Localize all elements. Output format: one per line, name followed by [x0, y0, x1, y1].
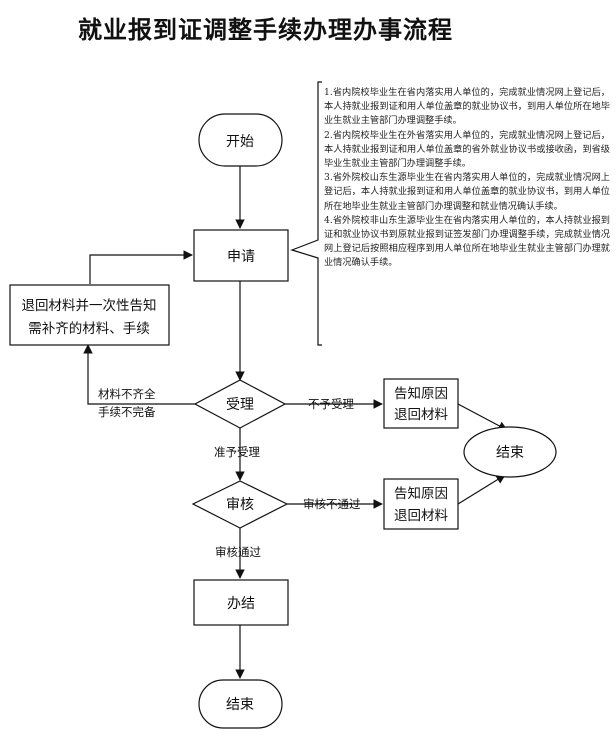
note-item-4: 4.省外院校非山东生源毕业生在省内落实用人单位的，本人持就业报到证和就业协议书到… — [324, 214, 610, 269]
apply-box — [193, 229, 289, 282]
apply-label: 申请 — [227, 249, 255, 265]
process-label: 办结 — [227, 596, 255, 612]
edge-notify1-end — [457, 403, 508, 431]
page-title: 就业报到证调整手续办理办事流程 — [78, 15, 453, 44]
edge-label-incomplete-2: 手续不完备 — [98, 405, 156, 419]
edge-accept-return — [83, 344, 196, 405]
end-bottom-label: 结束 — [226, 697, 254, 713]
start-label: 开始 — [226, 134, 254, 150]
edge-label-review-passed: 审核通过 — [215, 545, 261, 559]
end-node-right — [463, 426, 557, 478]
note-item-1: 1.省内院校毕业生在省内落实用人单位的，完成就业情况网上登记后，本人持就业报到证… — [324, 87, 610, 127]
notify2-label-1: 告知原因 — [394, 485, 448, 502]
end-right-label: 结束 — [496, 445, 524, 461]
note-item-3: 3.省外院校山东生源毕业生在省内落实用人单位的，完成就业情况网上登记后，本人持就… — [324, 172, 610, 212]
return-label-2: 需补齐的材料、手续 — [28, 321, 150, 337]
notify-box-1 — [383, 378, 459, 429]
accept-label: 受理 — [226, 397, 254, 413]
notify1-label-1: 告知原因 — [394, 385, 448, 402]
edge-label-review-failed: 审核不通过 — [303, 497, 361, 511]
end-node-bottom — [198, 679, 283, 729]
review-diamond — [191, 480, 289, 529]
notes-panel: 1.省内院校毕业生在省内落实用人单位的，完成就业情况网上登记后，本人持就业报到证… — [324, 86, 610, 271]
edge-notify2-end — [457, 474, 506, 505]
note-bracket — [290, 81, 322, 346]
notify-box-2 — [383, 478, 459, 530]
start-node — [198, 113, 283, 167]
return-label-1: 退回材料并一次性告知 — [22, 297, 157, 314]
accept-diamond — [193, 379, 287, 429]
edge-label-not-accepted: 不予受理 — [308, 397, 354, 411]
edge-label-incomplete-1: 材料不齐全 — [98, 387, 156, 401]
review-label: 审核 — [226, 497, 254, 513]
edge-label-accepted: 准予受理 — [214, 445, 260, 459]
note-item-2: 2.省内院校毕业生在外省落实用人单位的，完成就业情况网上登记后，本人持就业报到证… — [324, 129, 610, 170]
notify2-label-2: 退回材料 — [394, 508, 448, 524]
notify1-label-2: 退回材料 — [394, 407, 448, 423]
return-box — [9, 284, 170, 346]
process-box — [193, 579, 289, 626]
edge-return-apply — [89, 250, 193, 284]
